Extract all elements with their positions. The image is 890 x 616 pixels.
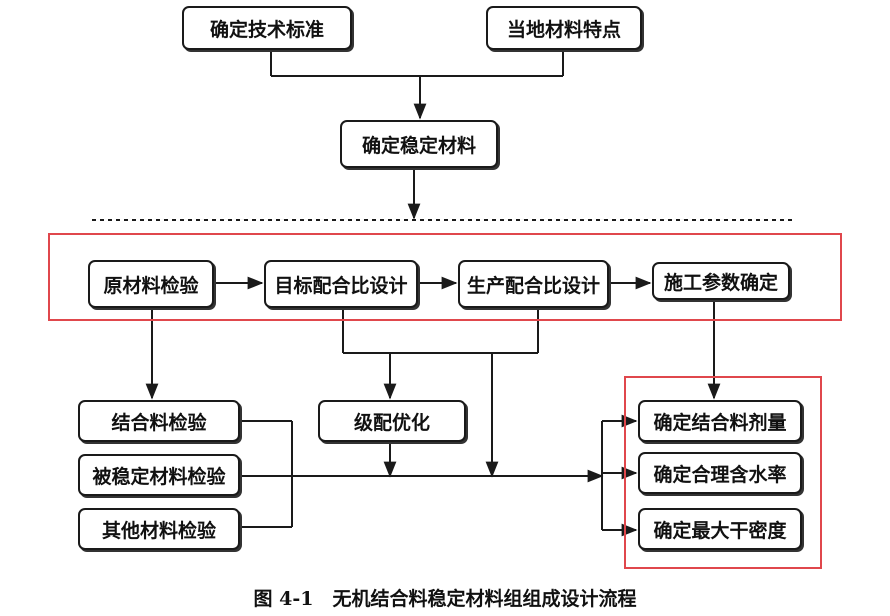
node-max-density: 确定最大干密度 [638,508,802,550]
node-target-mix: 目标配合比设计 [264,260,418,308]
node-local-material: 当地材料特点 [486,6,642,50]
node-water-content: 确定合理含水率 [638,452,802,494]
node-production-mix: 生产配合比设计 [458,260,609,308]
node-binder-test: 结合料检验 [78,400,240,442]
node-tech-standard: 确定技术标准 [182,6,352,50]
highlight-result-group [624,376,822,569]
node-raw-test: 原材料检验 [88,260,214,308]
node-stabilized-test: 被稳定材料检验 [78,454,240,496]
node-gradation: 级配优化 [318,400,466,442]
node-binder-dosage: 确定结合料剂量 [638,400,802,442]
node-stable-material: 确定稳定材料 [340,120,498,168]
node-construction-params: 施工参数确定 [652,262,790,300]
node-other-test: 其他材料检验 [78,508,240,550]
figure-caption: 图 4-1 无机结合料稳定材料组组成设计流程 [253,588,637,610]
highlight-process-row [48,233,842,321]
